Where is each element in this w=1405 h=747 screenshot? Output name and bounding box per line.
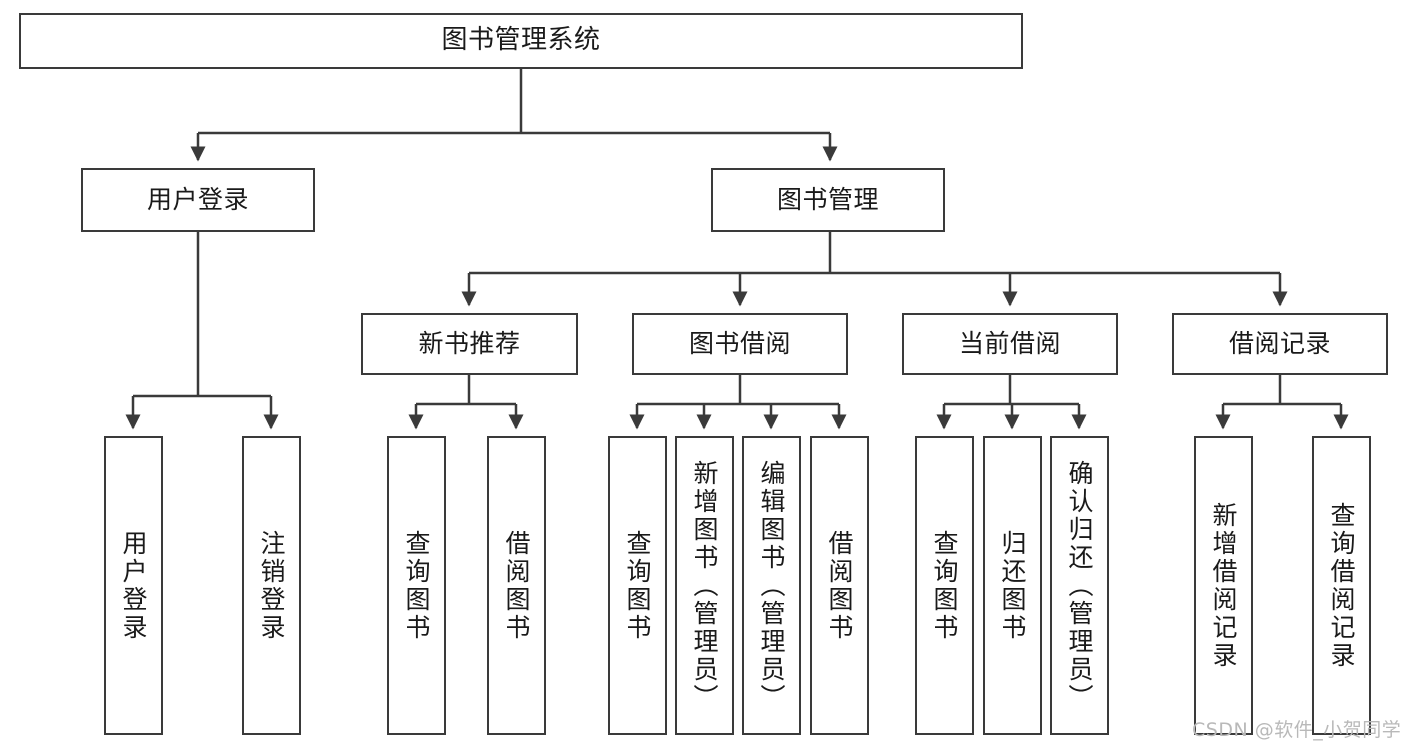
node-leaf-add-book-label: 新增图书（管理员） [690,459,719,712]
node-book-borrow-label: 图书借阅 [688,328,791,358]
node-user-login-label: 用户登录 [146,184,249,214]
node-leaf-query-record[interactable]: 查询借阅记录 [1312,436,1371,735]
watermark: CSDN @软件_小贺同学 [1192,719,1402,741]
node-root[interactable]: 图书管理系统 [19,13,1023,69]
node-leaf-edit-book[interactable]: 编辑图书（管理员） [742,436,801,735]
node-user-login[interactable]: 用户登录 [81,168,315,232]
node-book-manage[interactable]: 图书管理 [711,168,945,232]
node-leaf-confirm-return-label: 确认归还（管理员） [1065,459,1094,712]
node-leaf-borrow-book-2[interactable]: 借阅图书 [810,436,869,735]
node-leaf-add-record[interactable]: 新增借阅记录 [1194,436,1253,735]
node-new-book-rec-label: 新书推荐 [418,328,521,358]
node-leaf-logout[interactable]: 注销登录 [242,436,301,735]
node-leaf-return-book-label: 归还图书 [998,529,1027,642]
node-leaf-query-book-3[interactable]: 查询图书 [915,436,974,735]
node-leaf-borrow-book-1[interactable]: 借阅图书 [487,436,546,735]
node-leaf-logout-label: 注销登录 [257,529,286,642]
node-leaf-return-book[interactable]: 归还图书 [983,436,1042,735]
node-leaf-query-record-label: 查询借阅记录 [1327,501,1356,670]
node-leaf-query-book-1[interactable]: 查询图书 [387,436,446,735]
node-borrow-record-label: 借阅记录 [1228,328,1331,358]
node-leaf-query-book-2-label: 查询图书 [623,529,652,642]
node-leaf-borrow-book-2-label: 借阅图书 [825,529,854,642]
node-leaf-query-book-1-label: 查询图书 [402,529,431,642]
node-leaf-confirm-return[interactable]: 确认归还（管理员） [1050,436,1109,735]
node-leaf-user-login[interactable]: 用户登录 [104,436,163,735]
node-new-book-rec[interactable]: 新书推荐 [361,313,578,375]
node-leaf-query-book-2[interactable]: 查询图书 [608,436,667,735]
node-leaf-user-login-label: 用户登录 [119,529,148,642]
node-leaf-edit-book-label: 编辑图书（管理员） [757,459,786,712]
node-borrow-record[interactable]: 借阅记录 [1172,313,1388,375]
node-leaf-add-book[interactable]: 新增图书（管理员） [675,436,734,735]
node-book-borrow[interactable]: 图书借阅 [632,313,848,375]
node-leaf-query-book-3-label: 查询图书 [930,529,959,642]
node-leaf-add-record-label: 新增借阅记录 [1209,501,1238,670]
node-leaf-borrow-book-1-label: 借阅图书 [502,529,531,642]
node-current-borrow[interactable]: 当前借阅 [902,313,1118,375]
node-root-label: 图书管理系统 [441,25,601,56]
node-current-borrow-label: 当前借阅 [958,328,1061,358]
node-book-manage-label: 图书管理 [776,184,879,214]
